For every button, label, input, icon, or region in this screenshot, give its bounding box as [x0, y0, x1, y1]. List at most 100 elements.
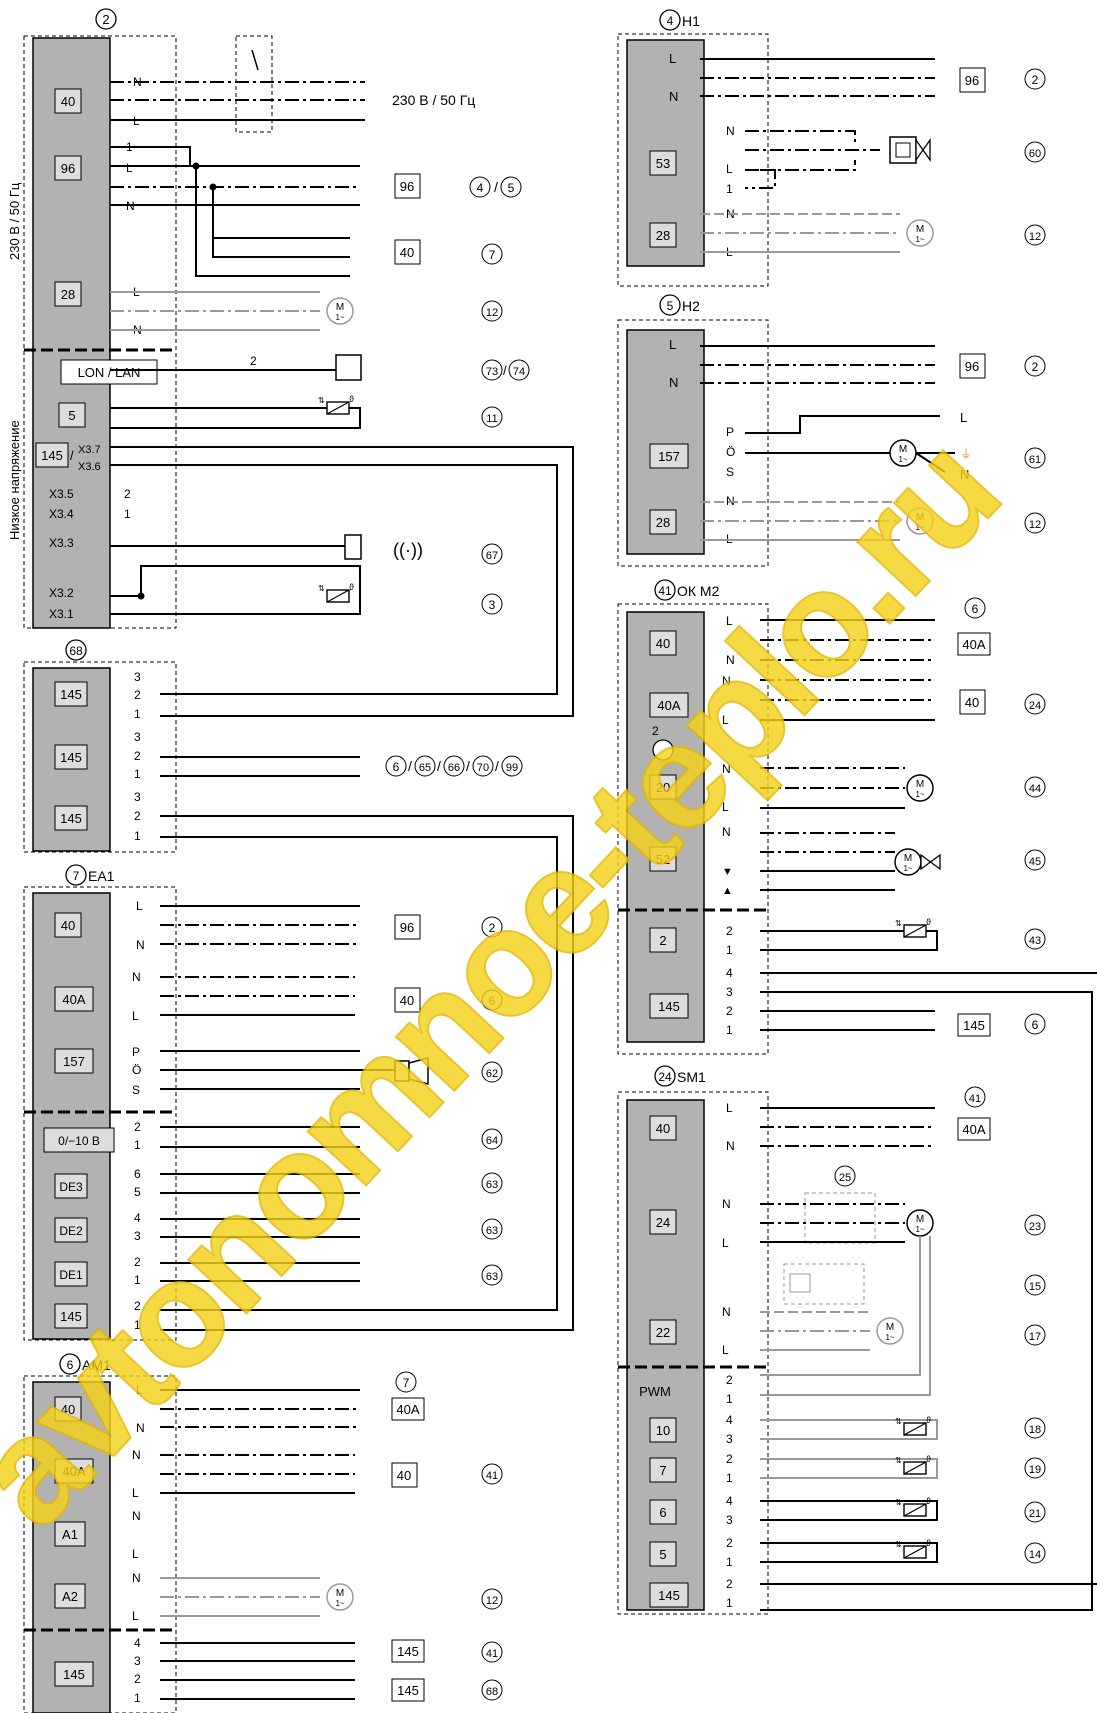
m68-pin: 3: [134, 790, 141, 804]
am1-terminal-a1: A1: [62, 1527, 78, 1542]
sm1-pin: 1: [726, 1471, 733, 1485]
sm1-ref-17: 17: [1029, 1331, 1041, 1343]
ea1-ref-63a: 63: [486, 1179, 498, 1191]
svg-text:/: /: [408, 758, 412, 774]
okm2-terminal-145: 145: [658, 999, 680, 1014]
ea1-pin: 1: [134, 1318, 141, 1332]
sm1-number: 24: [658, 1070, 672, 1084]
sm1-ref-19: 19: [1029, 1464, 1041, 1476]
sm1-pin: 2: [726, 1452, 733, 1466]
am1-pin: L: [132, 1486, 139, 1500]
h2-pin: L: [669, 337, 676, 352]
x31-label: X3.1: [49, 607, 74, 621]
sm1-pin: 1: [726, 1392, 733, 1406]
module-sm1: 24 SM1 40 24 22 PWM 10 7 6 5 145 L N N L…: [617, 1065, 1097, 1615]
ea1-terminal-157: 157: [63, 1054, 85, 1069]
ea1-pin: 1: [134, 1273, 141, 1287]
terminal-145: 145: [41, 448, 63, 463]
sm1-terminal-pwm: PWM: [639, 1384, 671, 1399]
sm1-terminal-5: 5: [659, 1547, 666, 1562]
ea1-ref-63b: 63: [486, 1225, 498, 1237]
module-68-number: 68: [69, 644, 83, 658]
sm1-ref-23: 23: [1029, 1221, 1041, 1233]
h2-motor-ground: ⏚: [960, 447, 972, 461]
sm1-pin: N: [726, 1139, 735, 1153]
pin-l2: L: [126, 161, 133, 175]
sm1-ref-21: 21: [1029, 1508, 1041, 1520]
okm2-pin: N: [726, 653, 735, 667]
okm2-pin: ▼: [722, 866, 733, 878]
main-module-number: 2: [102, 12, 109, 27]
okm2-box-145: 145: [963, 1018, 985, 1033]
h2-pin: Ö: [726, 445, 735, 459]
sm1-terminal-40: 40: [656, 1121, 670, 1136]
am1-terminal-40: 40: [61, 1402, 75, 1417]
x32-label: X3.2: [49, 586, 74, 600]
ea1-pin: L: [132, 1009, 139, 1023]
module-h1: 4 H1 53 28 L N N L 1 N L 96: [617, 9, 986, 287]
watermark: avtonomnoe-teplo.ru: [0, 406, 1030, 1558]
am1-pin: L: [136, 1383, 143, 1397]
am1-terminal-40a: 40A: [62, 1464, 85, 1479]
ref-11: 11: [486, 413, 497, 425]
ea1-pin: 2: [134, 1255, 141, 1269]
ea1-pin: 3: [134, 1229, 141, 1243]
m68-ref-66: 66: [448, 762, 460, 774]
ea1-terminal-145: 145: [60, 1309, 82, 1324]
am1-pin: N: [132, 1448, 141, 1462]
h1-terminal-28: 28: [656, 228, 670, 243]
sm1-pin: L: [726, 1101, 733, 1115]
h2-ref-12: 12: [1029, 519, 1041, 531]
am1-pin: 1: [134, 1691, 141, 1705]
h1-ref-12: 12: [1029, 231, 1041, 243]
svg-text:/: /: [494, 179, 498, 195]
sm1-ref-14: 14: [1029, 1549, 1041, 1561]
h1-pin: 1: [726, 182, 733, 196]
m68-pin: 1: [134, 767, 141, 781]
ea1-number: 7: [73, 869, 80, 883]
h1-number: 4: [667, 14, 674, 28]
terminal-96: 96: [61, 161, 75, 176]
watermark-text: avtonomnoe-teplo.ru: [0, 407, 1029, 1557]
sm1-pin: 2: [726, 1373, 733, 1387]
am1-ref-7: 7: [403, 1376, 410, 1390]
m68-pin: 3: [134, 670, 141, 684]
okm2-ref-6b: 6: [1032, 1018, 1039, 1032]
sm1-pin: 4: [726, 1494, 733, 1508]
ref-12: 12: [486, 307, 498, 319]
okm2-pin: 2: [726, 924, 733, 938]
h1-name: H1: [682, 13, 700, 29]
ea1-ref-64: 64: [486, 1135, 498, 1147]
h1-terminal-53: 53: [656, 156, 670, 171]
okm2-pin: L: [722, 800, 729, 814]
ea1-terminal-40: 40: [61, 918, 75, 933]
terminal-40: 40: [61, 94, 75, 109]
ref-67: 67: [486, 550, 498, 562]
sm1-terminal-24: 24: [656, 1215, 670, 1230]
ea1-pin: 2: [134, 1299, 141, 1313]
am1-ref-41a: 41: [486, 1470, 498, 1482]
ea1-pin: S: [132, 1083, 140, 1097]
box-40-main: 40: [400, 245, 414, 260]
ea1-pin: L: [136, 899, 143, 913]
m68-pin: 3: [134, 730, 141, 744]
ea1-terminal-40a: 40A: [62, 992, 85, 1007]
sm1-ref-15: 15: [1029, 1281, 1041, 1293]
okm2-ref-43: 43: [1029, 935, 1041, 947]
h2-motor-n: N: [960, 467, 969, 482]
okm2-terminal-2: 2: [659, 933, 666, 948]
x34-label: X3.4: [49, 507, 74, 521]
sm1-pin: N: [722, 1305, 731, 1319]
ea1-pin: N: [136, 938, 145, 952]
m68-pin: 1: [134, 707, 141, 721]
module-h2: 5 H2 157 28 L N P Ö S N L 96 L N ⏚: [617, 294, 986, 567]
ref-73: 73: [486, 366, 498, 378]
antenna-icon: ((·)): [393, 540, 423, 560]
ea1-box-40: 40: [400, 993, 414, 1008]
h2-ref-61: 61: [1029, 454, 1041, 466]
x33-label: X3.3: [49, 536, 74, 550]
am1-pin: N: [132, 1571, 141, 1585]
ref-5: 5: [508, 181, 515, 195]
ea1-box-96: 96: [400, 920, 414, 935]
